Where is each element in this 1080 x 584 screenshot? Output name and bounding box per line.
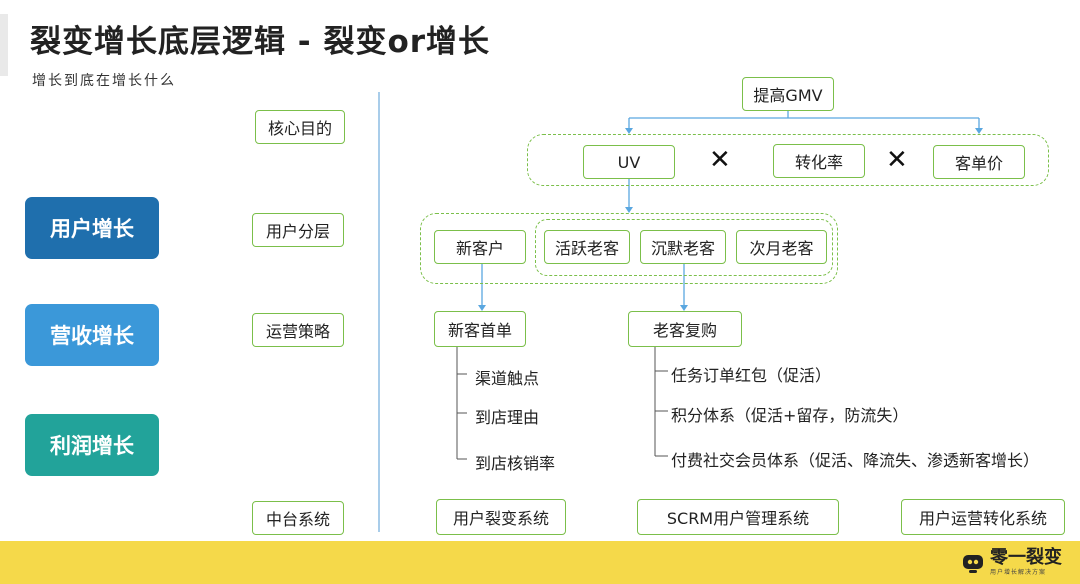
row-label-platform: 中台系统 xyxy=(252,501,344,535)
factor-conversion-box: 转化率 xyxy=(773,144,865,178)
row-label-layer: 用户分层 xyxy=(252,213,344,247)
footer-bar xyxy=(0,541,1080,584)
page-subtitle: 增长到底在增长什么 xyxy=(32,73,176,89)
layer-new-customer-box: 新客户 xyxy=(434,230,526,264)
strategy-old-item: 任务订单红包（促活） xyxy=(671,366,832,385)
platform-operation-box: 用户运营转化系统 xyxy=(901,499,1065,535)
pillar-profit-growth: 利润增长 xyxy=(25,414,159,476)
strategy-new-first-order-box: 新客首单 xyxy=(434,311,526,347)
strategy-new-item: 渠道触点 xyxy=(475,369,540,388)
row-label-goal: 核心目的 xyxy=(255,110,345,144)
brand-tagline: 用户增长解决方案 xyxy=(990,569,1047,576)
strategy-old-item: 积分体系（促活+留存，防流失） xyxy=(671,406,909,425)
goal-gmv-box: 提高GMV xyxy=(742,77,834,111)
platform-fission-box: 用户裂变系统 xyxy=(436,499,566,535)
multiply-icon: ✕ xyxy=(886,145,908,175)
factor-uv-box: UV xyxy=(583,145,675,179)
strategy-new-item: 到店理由 xyxy=(475,408,540,427)
strategy-old-item: 付费社交会员体系（促活、降流失、渗透新客增长） xyxy=(671,451,1040,470)
multiply-icon: ✕ xyxy=(709,145,731,175)
robot-icon xyxy=(962,552,984,574)
factor-aov-box: 客单价 xyxy=(933,145,1025,179)
divider-line xyxy=(378,92,380,532)
page-title: 裂变增长底层逻辑 - 裂变or增长 xyxy=(30,24,491,60)
layer-silent-old-box: 沉默老客 xyxy=(640,230,726,264)
layer-next-month-old-box: 次月老客 xyxy=(736,230,827,264)
pillar-user-growth: 用户增长 xyxy=(25,197,159,259)
old-customers-group xyxy=(535,219,833,276)
strategy-new-item: 到店核销率 xyxy=(475,454,556,473)
brand-logo: 零一裂变 用户增长解决方案 xyxy=(962,549,1062,576)
goal-factors-group xyxy=(527,134,1049,186)
user-layers-group xyxy=(420,213,838,284)
pillar-revenue-growth: 营收增长 xyxy=(25,304,159,366)
strategy-old-repeat-box: 老客复购 xyxy=(628,311,742,347)
header-accent-bar xyxy=(0,14,8,76)
layer-active-old-box: 活跃老客 xyxy=(544,230,630,264)
brand-name: 零一裂变 xyxy=(990,547,1062,568)
platform-scrm-box: SCRM用户管理系统 xyxy=(637,499,839,535)
row-label-strategy: 运营策略 xyxy=(252,313,344,347)
